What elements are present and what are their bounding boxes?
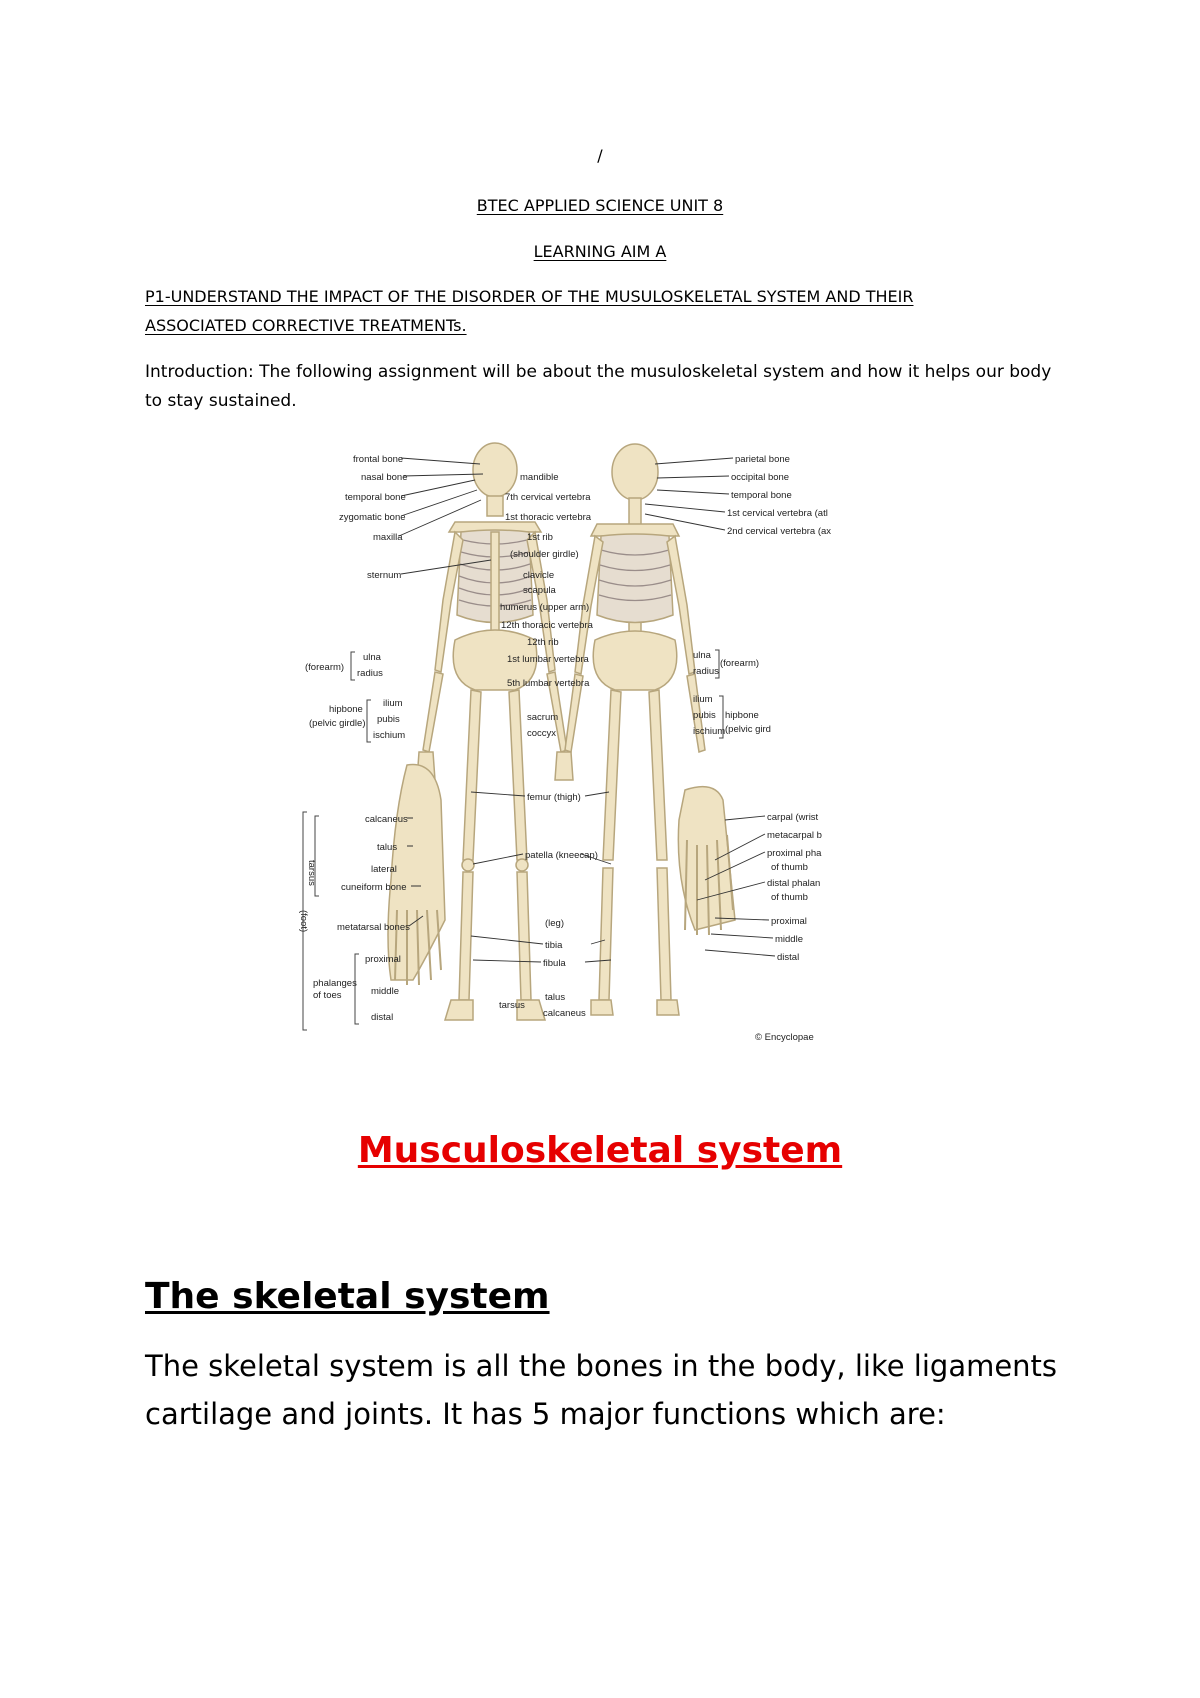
label-scapula: scapula [523,585,556,596]
label-parietal-bone: parietal bone [735,454,790,465]
label-pubis-left: pubis [377,714,400,725]
label-5th-lumbar: 5th lumbar vertebra [507,678,590,689]
label-hipbone-right: hipbone [725,710,759,721]
label-12th-thoracic: 12th thoracic vertebra [501,620,594,631]
label-of-toes: of toes [313,990,342,1001]
label-12th-rib: 12th rib [527,637,559,648]
label-femur: femur (thigh) [527,792,581,803]
label-coccyx: coccyx [527,728,556,739]
skeletal-system-paragraph: The skeletal system is all the bones in … [145,1349,1058,1431]
label-leg: (leg) [545,918,564,929]
label-ilium-right: ilium [693,694,713,705]
label-7th-cervical: 7th cervical vertebra [505,492,591,503]
skeletal-system-heading: The skeletal system [145,1276,550,1317]
label-sacrum: sacrum [527,712,558,723]
skeleton-diagram: frontal bone nasal bone temporal bone zy… [298,442,831,1043]
label-hand-distal: distal [777,952,799,963]
label-tibia: tibia [545,940,563,951]
course-title: BTEC APPLIED SCIENCE UNIT 8 [476,196,724,215]
label-temporal-bone-left: temporal bone [345,492,406,503]
label-occipital-bone: occipital bone [731,472,789,483]
label-1st-cervical: 1st cervical vertebra (atl [727,508,828,519]
label-temporal-bone-right: temporal bone [731,490,792,501]
label-distal-phalanx: distal phalan [767,878,820,889]
foot-diagram [387,763,446,986]
label-radius-right: radius [693,666,719,677]
label-ulna-left: ulna [363,652,382,663]
hand-diagram [677,785,736,936]
label-mandible: mandible [520,472,559,483]
label-hand-proximal: proximal [771,916,807,927]
label-tarsus-center: tarsus [499,1000,525,1011]
label-sternum: sternum [367,570,401,581]
label-1st-rib: 1st rib [527,532,553,543]
label-pelvic-girdle-left: (pelvic girdle) [309,718,366,729]
label-tarsus-foot: tarsus [306,860,317,886]
label-talus-center: talus [545,992,565,1003]
label-lateral: lateral [371,864,397,875]
label-cuneiform-bone: cuneiform bone [341,882,406,893]
label-humerus: humerus (upper arm) [500,602,589,613]
label-clavicle: clavicle [523,570,554,581]
front-skeleton [416,442,574,1021]
label-ischium-right: ischium [693,726,725,737]
label-toe-middle: middle [371,986,399,997]
label-of-thumb-1: of thumb [771,862,808,873]
label-shoulder-girdle: (shoulder girdle) [510,549,579,560]
label-calcaneus: calcaneus [365,814,408,825]
label-talus: talus [377,842,397,853]
label-zygomatic-bone: zygomatic bone [339,512,406,523]
learning-aim: LEARNING AIM A [533,242,667,261]
criterion-line-2: ASSOCIATED CORRECTIVE TREATMENTs. [145,316,467,335]
label-pelvic-girdle-right: (pelvic gird [725,724,771,735]
header-mark: / [597,146,603,165]
label-proximal-phalanx: proximal pha [767,848,822,859]
label-ischium-left: ischium [373,730,405,741]
introduction-paragraph: Introduction: The following assignment w… [145,362,1052,411]
label-hand-middle: middle [775,934,803,945]
label-radius-left: radius [357,668,383,679]
label-2nd-cervical: 2nd cervical vertebra (ax [727,526,831,537]
label-toe-distal: distal [371,1012,393,1023]
label-metatarsal-bones: metatarsal bones [337,922,410,933]
label-hipbone-left: hipbone [329,704,363,715]
label-1st-thoracic: 1st thoracic vertebra [505,512,592,523]
label-ilium-left: ilium [383,698,403,709]
section-title: Musculoskeletal system [357,1130,843,1171]
label-calcaneus-center: calcaneus [543,1008,586,1019]
label-metacarpal: metacarpal b [767,830,822,841]
label-patella: patella (kneecap) [525,850,598,861]
figure-credit: © Encyclopae [755,1032,814,1043]
label-ulna-right: ulna [693,650,712,661]
label-forearm-left: (forearm) [305,662,344,673]
label-pubis-right: pubis [693,710,716,721]
label-carpal: carpal (wrist [767,812,819,823]
label-of-thumb-2: of thumb [771,892,808,903]
label-toe-proximal: proximal [365,954,401,965]
label-fibula: fibula [543,958,566,969]
criterion-line-1: P1-UNDERSTAND THE IMPACT OF THE DISORDER… [145,287,914,306]
label-maxilla: maxilla [373,532,403,543]
label-1st-lumbar: 1st lumbar vertebra [507,654,590,665]
label-phalanges: phalanges [313,978,357,989]
label-forearm-right: (forearm) [720,658,759,669]
back-skeleton [564,443,706,1016]
label-frontal-bone: frontal bone [353,454,403,465]
label-nasal-bone: nasal bone [361,472,407,483]
